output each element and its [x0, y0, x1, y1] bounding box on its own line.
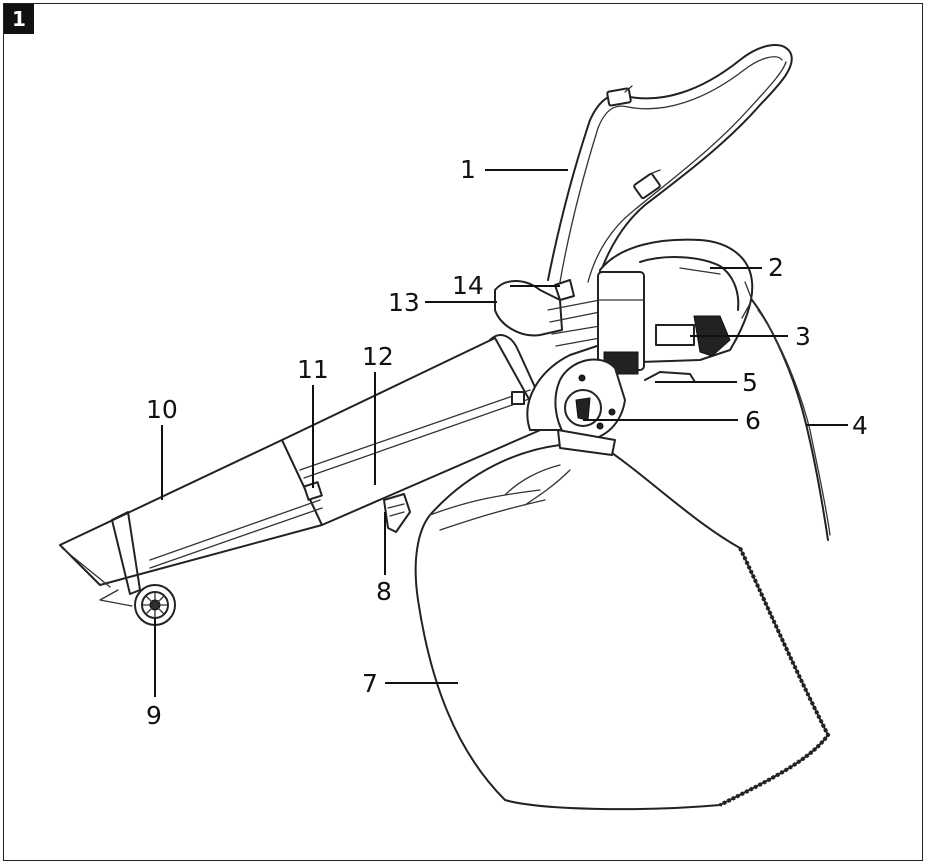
callout-3-switch: 3 [795, 322, 811, 351]
callout-8-bag-clip: 8 [376, 577, 392, 606]
callout-12-tube-upper: 12 [362, 342, 394, 371]
callout-10-tube-lower: 10 [146, 395, 178, 424]
power-cable [751, 299, 831, 541]
callout-7-collection-bag: 7 [362, 669, 378, 698]
callout-9-wheel: 9 [146, 701, 162, 730]
bag-clip [383, 493, 411, 533]
callout-leaders [154, 169, 848, 697]
callout-6-speed-dial: 6 [745, 406, 761, 435]
callout-2-handle: 2 [768, 253, 784, 282]
figure-frame [3, 3, 923, 861]
collection-bag [414, 444, 831, 811]
motor-housing [494, 238, 754, 456]
callout-11-tube-lock: 11 [297, 355, 329, 384]
callout-5-cable-hook: 5 [742, 368, 758, 397]
callout-14-strap-eyelet: 14 [452, 271, 484, 300]
blow-tube [59, 334, 551, 607]
wheel [134, 584, 176, 626]
shoulder-strap [547, 44, 793, 283]
callout-numbers: 1 2 3 4 5 6 7 8 9 10 11 12 13 14 [146, 155, 868, 730]
figure-number-badge: 1 [4, 4, 34, 34]
callout-4-cable: 4 [852, 411, 868, 440]
callout-1-strap: 1 [460, 155, 476, 184]
callout-13-aux-handle: 13 [388, 288, 420, 317]
